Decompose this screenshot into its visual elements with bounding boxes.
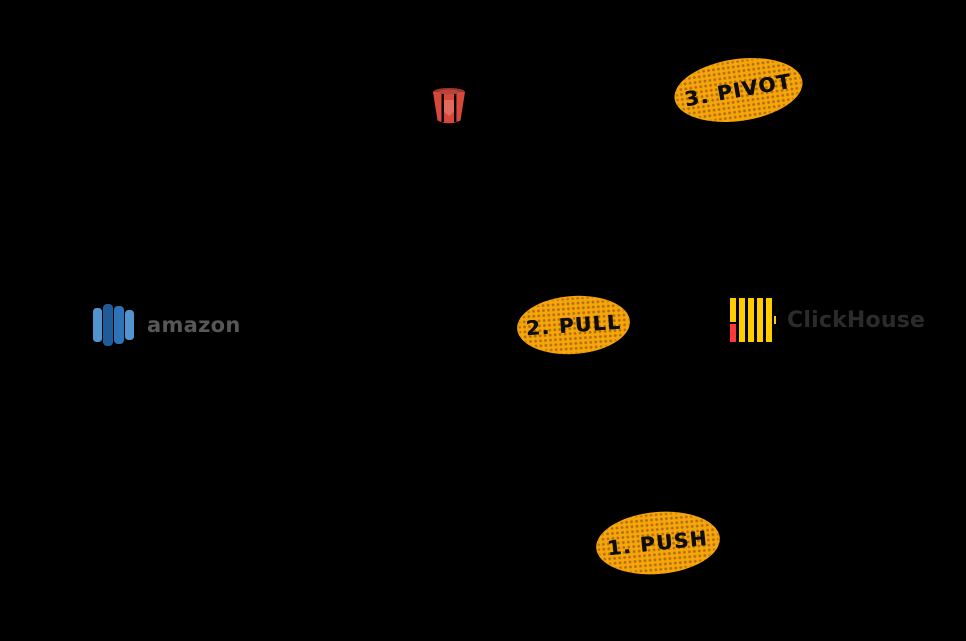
step-pivot-label: 3. PIVOT [683,68,794,112]
step-push-ellipse: 1. PUSH [590,503,726,583]
step-push-label: 1. PUSH [606,525,710,561]
step-pivot-ellipse: 3. PIVOT [666,46,811,134]
step-pull-ellipse: 2. PULL [511,288,636,362]
amazon-wordmark: amazon [147,313,241,337]
clickhouse-node: ClickHouse [728,296,925,344]
s3-bucket-icon [430,86,468,126]
step-pull-label: 2. PULL [525,309,622,341]
clickhouse-wordmark: ClickHouse [787,307,926,333]
amazon-aws-icon [90,301,138,349]
amazon-node: amazon [90,301,241,349]
s3-node [430,86,468,126]
clickhouse-bars-icon [728,296,776,344]
